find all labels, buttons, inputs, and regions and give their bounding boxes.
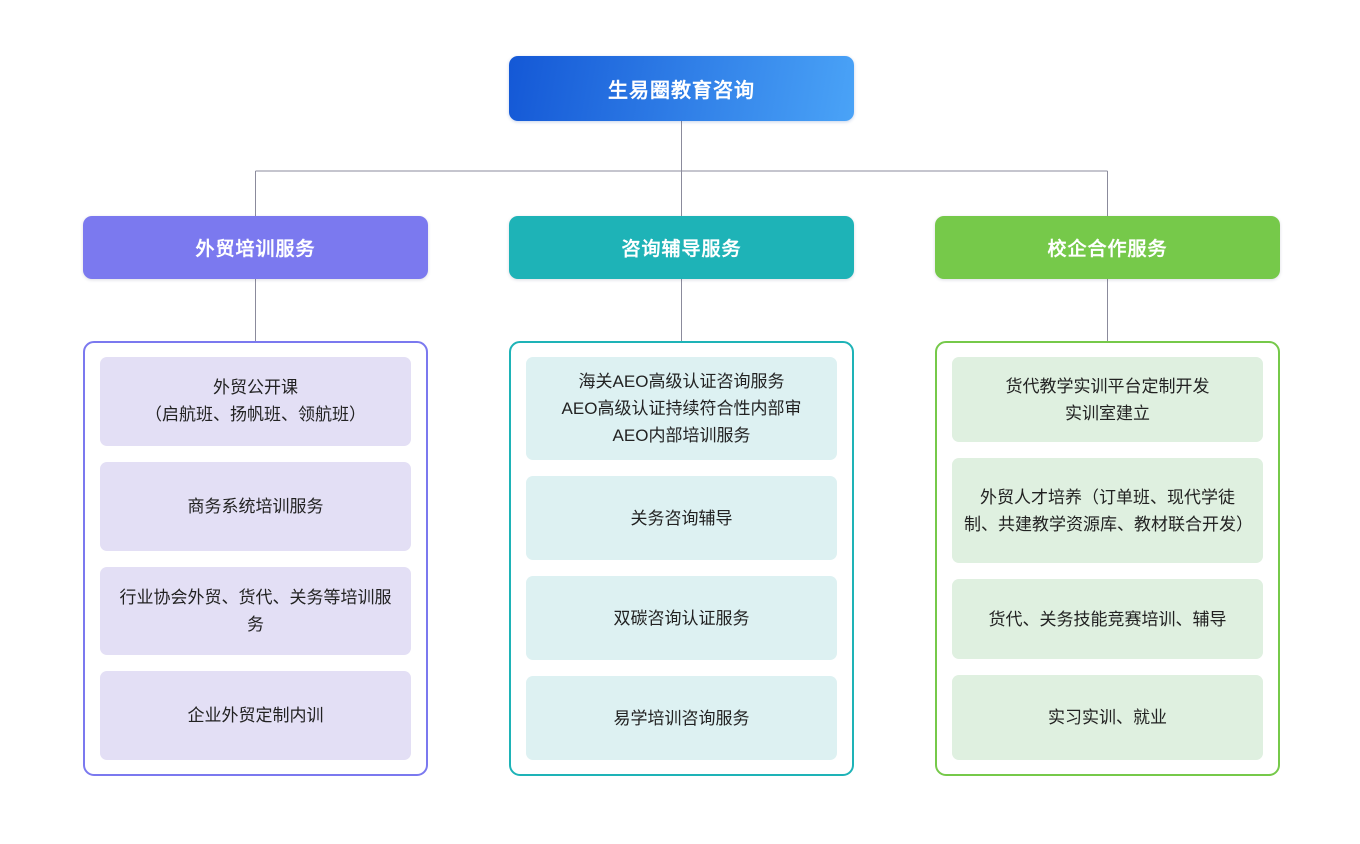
leaf-label: 关务咨询辅导	[630, 508, 733, 528]
branch-column-1: 咨询辅导服务 海关AEO高级认证咨询服务 AEO高级认证持续符合性内部审 AEO…	[509, 216, 854, 776]
branch-body-1: 海关AEO高级认证咨询服务 AEO高级认证持续符合性内部审 AEO内部培训服务 …	[509, 341, 854, 776]
leaf-item[interactable]: 关务咨询辅导	[526, 476, 837, 561]
leaf-item[interactable]: 行业协会外贸、货代、关务等培训服务	[100, 566, 411, 656]
branch-body-2: 货代教学实训平台定制开发 实训室建立 外贸人才培养（订单班、现代学徒制、共建教学…	[935, 341, 1280, 776]
branch-header-label-2: 校企合作服务	[1047, 239, 1168, 260]
leaf-label: 外贸人才培养（订单班、现代学徒制、共建教学资源库、教材联合开发）	[964, 487, 1253, 534]
branch-header-0[interactable]: 外贸培训服务	[83, 216, 428, 279]
leaf-label: 双碳咨询认证服务	[613, 608, 750, 628]
leaf-label: 实习实训、就业	[1048, 707, 1167, 727]
leaf-item[interactable]: 货代教学实训平台定制开发 实训室建立	[952, 357, 1263, 443]
root-node-label: 生易圈教育咨询	[608, 80, 755, 102]
leaf-item[interactable]: 货代、关务技能竞赛培训、辅导	[952, 579, 1263, 659]
leaf-label: 易学培训咨询服务	[613, 708, 750, 728]
leaf-label: 企业外贸定制内训	[187, 706, 324, 726]
leaf-label: 海关AEO高级认证咨询服务 AEO高级认证持续符合性内部审 AEO内部培训服务	[561, 372, 802, 446]
leaf-label: 货代教学实训平台定制开发 实训室建立	[1005, 376, 1210, 423]
leaf-label: 行业协会外贸、货代、关务等培训服务	[119, 587, 392, 634]
branch-column-0: 外贸培训服务 外贸公开课 （启航班、扬帆班、领航班） 商务系统培训服务 行业协会…	[83, 216, 428, 776]
branch-header-1[interactable]: 咨询辅导服务	[509, 216, 854, 279]
branch-header-label-0: 外贸培训服务	[195, 239, 316, 260]
leaf-item[interactable]: 易学培训咨询服务	[526, 676, 837, 760]
leaf-item[interactable]: 外贸人才培养（订单班、现代学徒制、共建教学资源库、教材联合开发）	[952, 458, 1263, 564]
leaf-label: 外贸公开课 （启航班、扬帆班、领航班）	[145, 378, 366, 425]
leaf-item[interactable]: 外贸公开课 （启航班、扬帆班、领航班）	[100, 357, 411, 446]
leaf-item[interactable]: 企业外贸定制内训	[100, 671, 411, 760]
branch-body-0: 外贸公开课 （启航班、扬帆班、领航班） 商务系统培训服务 行业协会外贸、货代、关…	[83, 341, 428, 776]
leaf-item[interactable]: 双碳咨询认证服务	[526, 576, 837, 661]
leaf-item[interactable]: 商务系统培训服务	[100, 461, 411, 551]
leaf-item[interactable]: 海关AEO高级认证咨询服务 AEO高级认证持续符合性内部审 AEO内部培训服务	[526, 357, 837, 461]
leaf-label: 货代、关务技能竞赛培训、辅导	[988, 609, 1227, 629]
branch-header-2[interactable]: 校企合作服务	[935, 216, 1280, 279]
root-node[interactable]: 生易圈教育咨询	[509, 56, 854, 121]
leaf-item[interactable]: 实习实训、就业	[952, 674, 1263, 760]
branch-column-2: 校企合作服务 货代教学实训平台定制开发 实训室建立 外贸人才培养（订单班、现代学…	[935, 216, 1280, 776]
branch-header-label-1: 咨询辅导服务	[621, 239, 742, 260]
leaf-label: 商务系统培训服务	[187, 496, 324, 516]
